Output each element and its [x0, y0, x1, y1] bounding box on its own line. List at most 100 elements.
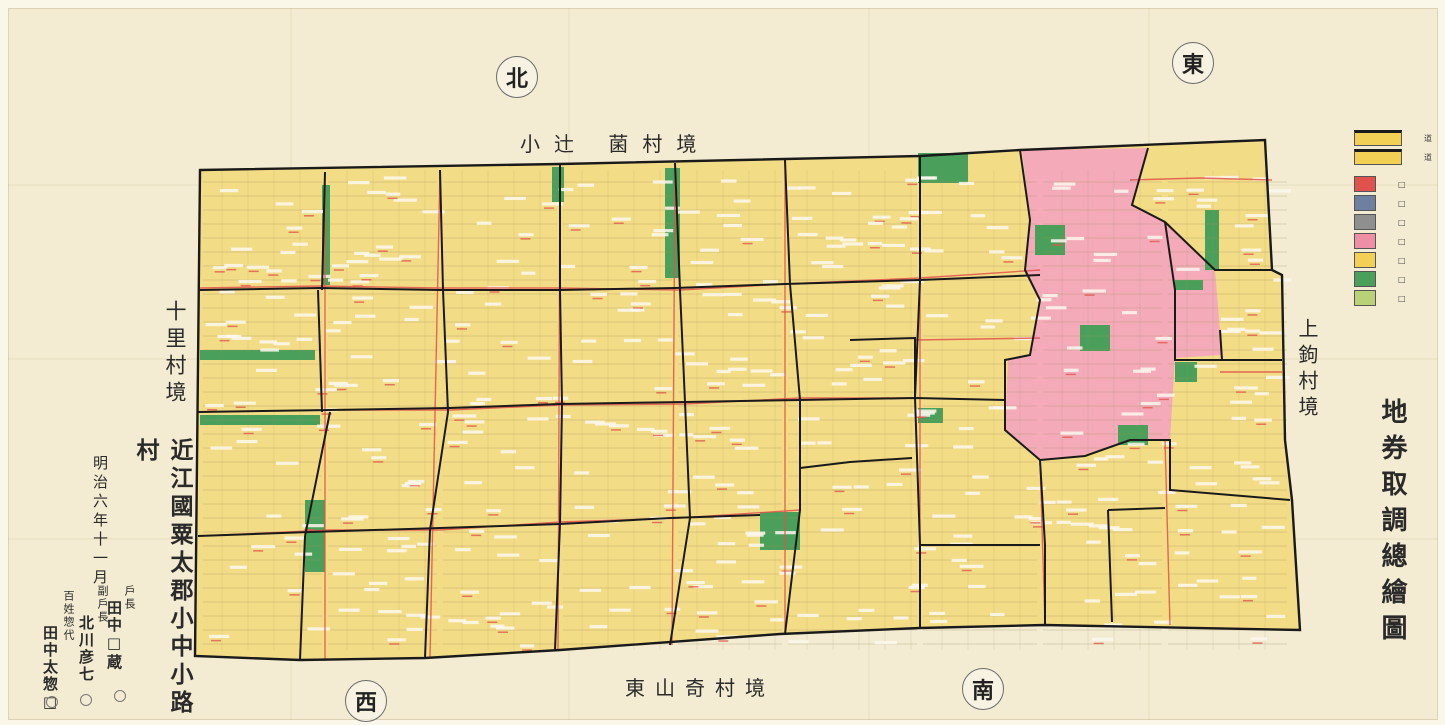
parcel-label-slip: [558, 187, 574, 192]
compass-north-mark: 北: [496, 56, 538, 98]
parcel-label-slip: [294, 313, 317, 317]
parcel-label-slip: [908, 210, 928, 215]
legend-swatch: [1354, 195, 1376, 211]
parcel-label-slip: [688, 522, 706, 526]
parcel-label-mark: [1157, 341, 1168, 344]
parcel-label-mark: [1084, 294, 1095, 296]
parcel-label-slip: [899, 217, 919, 221]
parcel-label-slip: [620, 292, 638, 296]
parcel-label-slip: [1261, 525, 1285, 529]
parcel-label-slip: [797, 613, 819, 617]
parcel-label-slip: [692, 475, 715, 479]
parcel-label-mark: [520, 238, 531, 240]
seal-stamp: [46, 696, 58, 708]
parcel-label-slip: [714, 515, 731, 519]
parcel-label-mark: [653, 434, 664, 437]
parcel-label-slip: [832, 485, 852, 489]
parcel-label-slip: [231, 336, 252, 340]
parcel-label-slip: [296, 337, 313, 341]
parcel-label-slip: [1066, 236, 1085, 241]
parcel-label-slip: [265, 295, 285, 299]
parcel-label-slip: [930, 619, 948, 624]
parcel-label-slip: [898, 468, 922, 472]
road-line: [1219, 329, 1223, 361]
road-line: [799, 457, 913, 469]
parcel-label-slip: [241, 427, 262, 431]
parcel-label-slip: [608, 424, 629, 428]
parcel-label-slip: [750, 369, 773, 373]
parcel-label-slip: [990, 612, 1005, 617]
parcel-label-slip: [1219, 329, 1241, 334]
parcel-label-mark: [336, 388, 347, 391]
parcel-label-slip: [1241, 248, 1262, 252]
parcel-label-slip: [753, 298, 776, 302]
parcel-label-slip: [717, 542, 736, 546]
parcel-label-slip: [924, 249, 944, 253]
wooded-plot: [1175, 280, 1203, 290]
parcel-label-slip: [686, 581, 705, 585]
legend-swatch: [1354, 252, 1376, 268]
parcel-label-slip: [364, 587, 380, 592]
parcel-label-slip: [401, 544, 416, 549]
parcel-label-slip: [332, 572, 355, 576]
parcel-label-slip: [484, 302, 502, 306]
parcel-label-slip: [387, 638, 406, 642]
parcel-label-slip: [1063, 368, 1079, 372]
parcel-label-slip: [1098, 497, 1119, 502]
parcel-label-mark: [489, 291, 500, 293]
parcel-label-slip: [1127, 442, 1145, 446]
parcel-label-slip: [797, 417, 820, 421]
parcel-label-slip: [455, 548, 471, 552]
parcel-label-slip: [657, 338, 674, 342]
parcel-label-mark: [961, 569, 972, 572]
parcel-label-slip: [354, 251, 370, 256]
parcel-label-mark: [665, 509, 676, 511]
wooded-plot: [552, 167, 564, 202]
parcel-label-mark: [1052, 244, 1063, 246]
parcel-label-mark: [361, 279, 372, 281]
parcel-label-slip: [850, 363, 872, 368]
parcel-label-slip: [720, 179, 737, 183]
road-line: [784, 159, 801, 635]
parcel-label-slip: [531, 601, 552, 605]
parcel-label-slip: [715, 483, 735, 487]
parcel-label-slip: [835, 368, 853, 372]
wooded-plot: [305, 500, 325, 572]
parcel-label-slip: [1028, 517, 1046, 521]
parcel-label-slip: [486, 509, 501, 513]
parcel-label-slip: [286, 226, 303, 230]
parcel-label-slip: [246, 265, 270, 269]
parcel-label-slip: [515, 466, 535, 470]
parcel-label-slip: [579, 588, 602, 592]
parcel-label-mark: [613, 222, 624, 225]
parcel-label-slip: [260, 348, 280, 352]
parcel-label-slip: [1122, 311, 1138, 315]
parcel-label-slip: [1233, 461, 1252, 465]
parcel-label-slip: [791, 216, 813, 221]
parcel-label-slip: [1138, 562, 1157, 566]
parcel-label-mark: [248, 270, 259, 273]
parcel-label-slip: [905, 178, 920, 182]
parcel-label-slip: [281, 279, 297, 283]
parcel-label-slip: [1245, 329, 1260, 333]
parcel-label-mark: [462, 595, 473, 598]
parcel-label-slip: [1238, 550, 1262, 554]
parcel-label-slip: [696, 611, 718, 615]
parcel-label-slip: [1252, 347, 1274, 351]
parcel-label-slip: [542, 202, 563, 206]
parcel-label-mark: [709, 387, 720, 389]
parcel-label-slip: [908, 585, 925, 589]
parcel-label-slip: [590, 292, 607, 296]
parcel-label-slip: [454, 323, 471, 327]
parcel-label-slip: [205, 322, 227, 327]
parcel-label-mark: [1062, 436, 1073, 439]
parcel-label-slip: [676, 210, 700, 214]
parcel-label-slip: [1140, 401, 1161, 406]
road-line: [199, 274, 1041, 291]
parcel-label-mark: [554, 401, 565, 404]
parcel-label-mark: [471, 534, 482, 537]
parcel-label-slip: [737, 491, 754, 495]
parcel-label-mark: [1179, 534, 1190, 536]
parcel-label-slip: [932, 514, 956, 518]
map-outline: [193, 138, 1302, 662]
